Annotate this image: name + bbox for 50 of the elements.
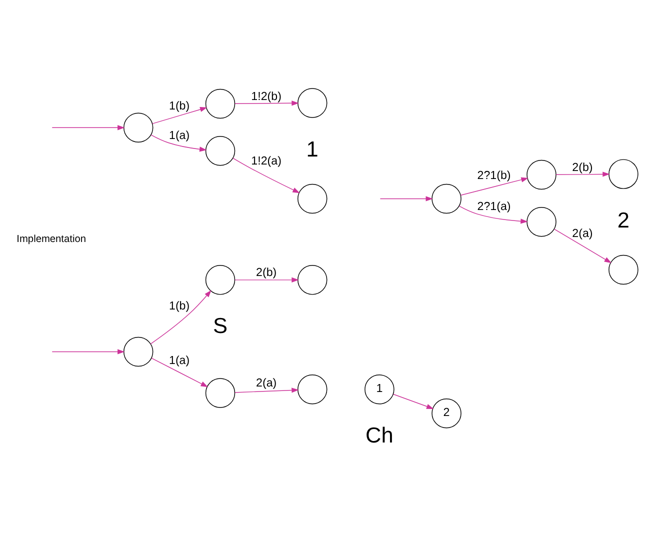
edge-label: 2(a) — [572, 226, 593, 240]
label: 2 — [617, 206, 630, 232]
edge-label: 1(b) — [169, 98, 190, 112]
edge-label: 1(a) — [169, 128, 190, 142]
arrow — [152, 106, 208, 124]
label: 1 — [306, 136, 318, 161]
node-circle — [298, 264, 328, 294]
node-circle — [205, 136, 236, 166]
arrow — [556, 171, 610, 176]
node-circle — [432, 183, 462, 214]
arrow — [52, 124, 125, 130]
arrow — [234, 100, 299, 106]
node-circle: 1 — [364, 374, 394, 404]
node-circle — [123, 112, 154, 142]
arrow — [393, 393, 434, 408]
edge-label: 1(b) — [169, 299, 190, 312]
label: Ch — [366, 422, 394, 448]
node-circle — [205, 378, 236, 408]
edge-label: 2(b) — [572, 160, 593, 174]
node-circle — [608, 254, 638, 284]
arrow — [150, 290, 212, 344]
node-circle — [526, 159, 556, 190]
arrow — [234, 276, 299, 282]
arrow — [554, 228, 612, 263]
edge-label: 2(a) — [256, 376, 277, 389]
arrow — [234, 387, 299, 392]
edge-label: 2?1(b) — [477, 168, 511, 182]
arrow — [150, 134, 207, 152]
arrow — [232, 157, 300, 193]
node-circle — [298, 88, 328, 118]
node-circle — [608, 158, 638, 188]
node-circle — [298, 183, 328, 214]
label: S — [213, 312, 228, 338]
arrow — [458, 205, 528, 224]
arrow — [151, 357, 208, 387]
edge-label: 2?1(a) — [477, 200, 511, 213]
edge-label: 1!2(a) — [251, 154, 282, 167]
node-circle — [123, 336, 154, 366]
edge-label: 1(a) — [169, 353, 190, 366]
node-circle — [205, 88, 236, 118]
edge-label: 1!2(b) — [251, 89, 282, 102]
arrow — [380, 196, 434, 201]
arrow — [460, 176, 528, 196]
node-circle — [298, 374, 328, 404]
node-circle — [526, 206, 556, 236]
node-circle: 2 — [432, 398, 462, 428]
edge-label: 2(b) — [256, 266, 277, 279]
arrow — [52, 348, 125, 354]
node-circle — [205, 264, 236, 294]
label: Implementation — [16, 234, 86, 245]
